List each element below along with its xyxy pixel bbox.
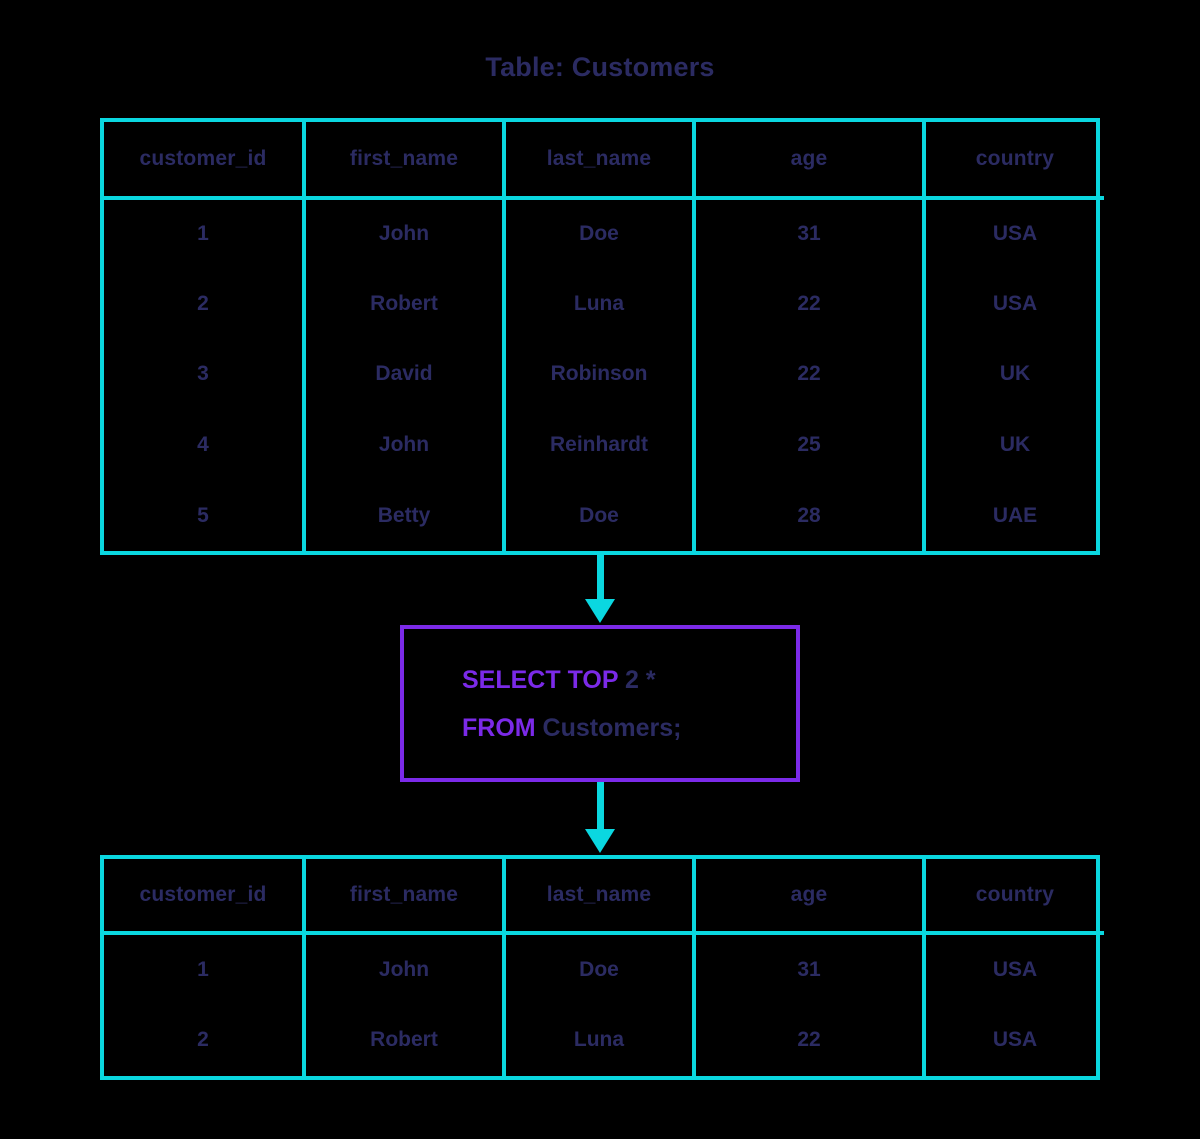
table-row: 4 John Reinhardt 25 UK [104,409,1104,481]
cell-first-name: John [304,197,506,269]
table-header-row: customer_id first_name last_name age cou… [104,859,1104,936]
cell-first-name: David [304,339,506,410]
cell-country: UK [999,433,1031,456]
column-header-country: country [924,859,1104,936]
column-header-last-name: last_name [504,859,696,936]
cell-last-name: Doe [504,480,696,551]
cell-last-name: Robinson [504,339,696,410]
cell-last-name: Luna [504,1004,696,1076]
arrow-table-to-query-icon [585,555,615,623]
cell-country: USA [992,222,1038,246]
cell-age: 28 [694,480,926,551]
cell-first-name: Betty [304,480,506,551]
source-table-grid: customer_id first_name last_name age cou… [104,122,1104,551]
arrow-query-to-result-icon [585,782,615,853]
cell-first-name: John [304,933,506,1005]
cell-country: UK [999,362,1031,386]
cell-customer-id: 2 [104,268,306,340]
cell-country: UAE [992,503,1038,527]
cell-age: 22 [694,1004,926,1076]
result-table-grid: customer_id first_name last_name age cou… [104,859,1104,1076]
cell-first-name: John [304,409,506,481]
table-row: 3 David Robinson 22 UK [104,339,1104,410]
query-line-1: SELECT TOP 2 * [462,656,796,704]
table-row: 2 Robert Luna 22 USA [104,268,1104,340]
cell-customer-id: 2 [104,1004,306,1076]
column-header-customer-id: customer_id [104,859,306,936]
sql-keyword-select-top: SELECT TOP [462,665,619,694]
sql-keyword-from: FROM [462,713,536,742]
arrow-shaft [597,555,604,601]
cell-age: 25 [694,409,926,481]
cell-customer-id: 3 [104,339,306,410]
sql-query-box: SELECT TOP 2 * FROM Customers; [400,625,800,782]
column-header-first-name: first_name [304,859,506,936]
cell-first-name: Robert [304,1004,506,1076]
cell-country: USA [992,1028,1038,1052]
table-header-row: customer_id first_name last_name age cou… [104,122,1104,200]
column-header-age: age [694,859,926,936]
cell-customer-id: 4 [104,409,306,481]
table-row: 1 John Doe 31 USA [104,933,1104,1005]
column-header-age: age [694,122,926,200]
table-row: 2 Robert Luna 22 USA [104,1004,1104,1076]
cell-age: 22 [694,268,926,340]
cell-customer-id: 1 [104,933,306,1005]
column-header-last-name: last_name [504,122,696,200]
source-table: customer_id first_name last_name age cou… [100,118,1104,555]
cell-customer-id: 5 [104,480,306,551]
arrow-shaft [597,782,604,831]
cell-first-name: Robert [304,268,506,340]
cell-last-name: Luna [504,268,696,340]
table-row: 1 John Doe 31 USA [104,197,1104,269]
cell-customer-id: 1 [104,197,306,269]
result-table: customer_id first_name last_name age cou… [100,855,1104,1080]
cell-last-name: Doe [504,933,696,1005]
arrow-head [585,599,615,623]
cell-age: 22 [694,339,926,410]
cell-age: 31 [694,197,926,269]
column-header-country: country [924,122,1104,200]
sql-literal-line-1: 2 * [618,665,656,694]
cell-country: USA [992,958,1038,982]
query-line-2: FROM Customers; [462,704,796,752]
cell-age: 31 [694,933,926,1005]
cell-country: USA [992,291,1038,315]
cell-last-name: Doe [504,197,696,269]
sql-literal-line-2: Customers; [535,713,682,742]
column-header-customer-id: customer_id [104,122,306,200]
table-row: 5 Betty Doe 28 UAE [104,480,1104,551]
page-title: Table: Customers [485,52,715,82]
cell-last-name: Reinhardt [504,409,696,481]
column-header-first-name: first_name [304,122,506,200]
arrow-head [585,829,615,853]
